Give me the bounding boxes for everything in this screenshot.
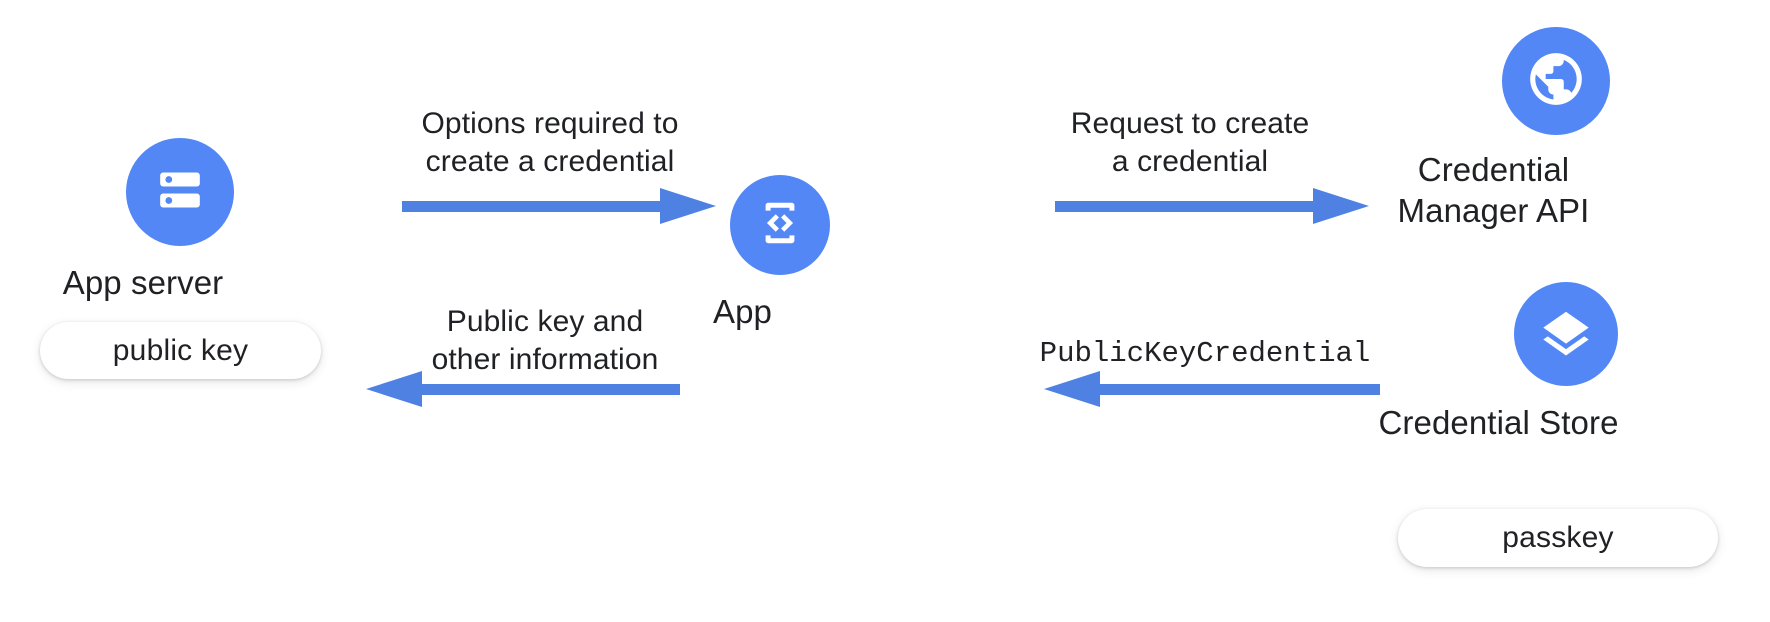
chip-passkey-label: passkey [1502, 521, 1614, 554]
node-app: App [713, 175, 835, 332]
arrow-request-to-create [1055, 186, 1375, 226]
globe-icon-circle [1502, 27, 1610, 135]
globe-icon [1525, 48, 1587, 115]
node-credential-manager-api: Credential Manager API [1398, 27, 1611, 231]
node-credential-store: Credential Store [1378, 282, 1621, 443]
phone-code-icon [753, 196, 807, 255]
node-app-label: App [712, 293, 773, 330]
layers-icon-circle [1514, 282, 1618, 386]
chip-passkey: passkey [1398, 509, 1718, 567]
arrow-caption-public-key-credential: PublicKeyCredential [1039, 337, 1371, 370]
arrow-public-key-and-other-information [362, 369, 680, 409]
server-icon-circle [126, 138, 234, 246]
node-app-server: App server [63, 138, 256, 303]
arrow-caption-request-to-create: Request to create a credential [1070, 107, 1310, 178]
node-credential-manager-api-label: Credential Manager API [1397, 151, 1590, 229]
layers-icon [1537, 303, 1595, 366]
server-icon [152, 162, 208, 223]
arrow-public-key-credential [1040, 369, 1380, 409]
node-app-server-label: App server [62, 264, 224, 301]
node-credential-store-label: Credential Store [1378, 404, 1619, 441]
app-icon-circle [730, 175, 830, 275]
arrow-caption-options-required: Options required to create a credential [421, 107, 679, 178]
arrow-options-required [402, 186, 720, 226]
arrow-caption-public-key-and-other-information: Public key and other information [431, 305, 659, 376]
chip-public-key-label: public key [112, 333, 249, 367]
chip-public-key: public key [40, 322, 321, 379]
